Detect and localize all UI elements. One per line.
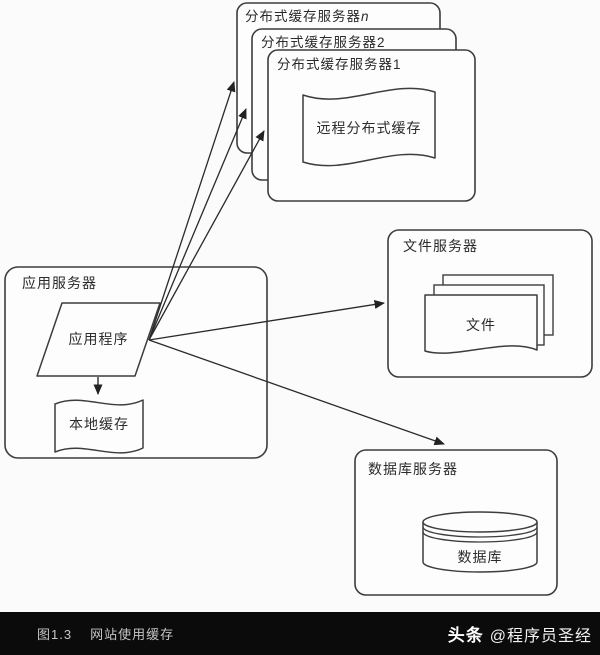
database-cylinder-top (422, 511, 538, 533)
caption-bar: 图1.3 网站使用缓存 头条 @程序员圣经 (0, 612, 600, 655)
database-cylinder-ring-2 (422, 531, 538, 543)
database-label: 数据库 (457, 549, 503, 565)
app-server-title: 应用服务器 (22, 275, 97, 291)
cache-server-n-label-prefix: 分布式缓存服务器 (245, 9, 361, 24)
figure-number: 图1.3 (37, 627, 73, 642)
database-cylinder-body (422, 522, 538, 573)
figure-caption: 图1.3 网站使用缓存 (37, 624, 174, 643)
remote-cache-document-shape (302, 87, 436, 167)
local-cache-label: 本地缓存 (69, 416, 129, 432)
application-parallelogram (36, 302, 161, 377)
remote-cache-label: 远程分布式缓存 (316, 120, 422, 136)
files-label: 文件 (466, 317, 496, 333)
watermark: 头条 @程序员圣经 (448, 621, 592, 646)
cache-server-1-label: 分布式缓存服务器1 (277, 57, 402, 72)
database-cylinder-ring-1 (422, 526, 538, 538)
watermark-brand: 头条 (447, 626, 484, 645)
application-label: 应用程序 (68, 331, 129, 347)
db-server-title: 数据库服务器 (368, 461, 458, 477)
arrow-app-to-cache-1 (148, 130, 265, 341)
arrow-app-to-cache-2 (148, 108, 247, 341)
arrow-app-to-file-server (148, 300, 385, 341)
file-server-title: 文件服务器 (403, 238, 478, 254)
cache-server-n-label-suffix: n (361, 9, 370, 24)
cache-server-n-label: 分布式缓存服务器n (245, 9, 370, 25)
local-cache-document-shape (54, 399, 144, 454)
figure-title: 网站使用缓存 (90, 627, 175, 642)
cache-server-2-label: 分布式缓存服务器2 (261, 35, 386, 50)
file-page-front (424, 294, 538, 354)
arrow-app-to-db-server (148, 339, 445, 446)
arrow-app-to-cache-n (148, 81, 236, 341)
watermark-handle: @程序员圣经 (489, 628, 592, 645)
